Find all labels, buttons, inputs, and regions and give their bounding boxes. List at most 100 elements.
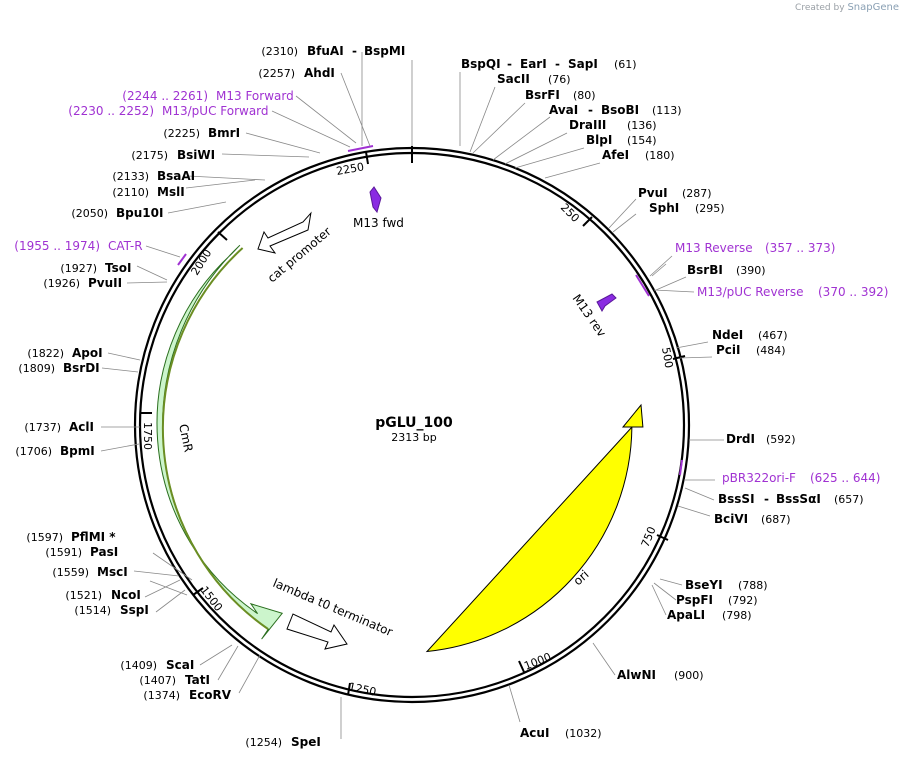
feature-cmr[interactable]: CmR bbox=[156, 244, 284, 640]
enzyme-spei-pos: (1254) bbox=[245, 736, 282, 749]
enzyme-sspi[interactable]: SspI bbox=[120, 603, 149, 617]
enzyme-bsobi[interactable]: BsoBI bbox=[601, 103, 639, 117]
feature-m13-rev[interactable]: M13 rev bbox=[570, 292, 617, 340]
cmr-arrow[interactable] bbox=[156, 244, 284, 640]
dash-5: - bbox=[352, 44, 357, 58]
enzyme-pasi-pos: (1591) bbox=[45, 546, 82, 559]
enzyme-bfuai[interactable]: BfuAI bbox=[307, 44, 344, 58]
enzyme-ndei[interactable]: NdeI bbox=[712, 328, 743, 342]
enzyme-drdi-pos: (592) bbox=[766, 433, 796, 446]
enzyme-acui-pos: (1032) bbox=[565, 727, 602, 740]
enzyme-draiii[interactable]: DraIII bbox=[569, 118, 606, 132]
enzyme-pspfi-pos: (792) bbox=[728, 594, 758, 607]
enzyme-pvuii[interactable]: PvuII bbox=[88, 276, 122, 290]
enzyme-apoi-pos: (1822) bbox=[27, 347, 64, 360]
plasmid-length: 2313 bp bbox=[391, 431, 436, 444]
feature-m13-fwd[interactable]: M13 fwd bbox=[353, 186, 404, 230]
enzyme-msci[interactable]: MscI bbox=[97, 565, 128, 579]
enzyme-bsiwi-pos: (2175) bbox=[131, 149, 168, 162]
enzyme-acui[interactable]: AcuI bbox=[520, 726, 549, 740]
enzyme-bseyi[interactable]: BseYI bbox=[685, 578, 723, 592]
enzyme-pvuii-pos: (1926) bbox=[43, 277, 80, 290]
enzyme-pcii[interactable]: PciI bbox=[716, 343, 741, 357]
cmr-label: CmR bbox=[176, 423, 196, 454]
enzyme-bseyi-pos: (788) bbox=[738, 579, 768, 592]
feature-cat-promoter[interactable]: cat promoter bbox=[257, 211, 334, 285]
enzyme-tsoi[interactable]: TsoI bbox=[105, 261, 131, 275]
enzyme-bsrbi[interactable]: BsrBI bbox=[687, 263, 723, 277]
enzyme-apali-pos: (798) bbox=[722, 609, 752, 622]
tick-1000: 1000 bbox=[518, 650, 553, 673]
enzyme-bsssai[interactable]: BssSαI bbox=[776, 492, 821, 506]
enzyme-bmri-pos: (2225) bbox=[163, 127, 200, 140]
tick-label-2000: 2000 bbox=[189, 247, 215, 278]
enzyme-sphi-pos: (295) bbox=[695, 202, 725, 215]
enzyme-ecorv[interactable]: EcoRV bbox=[189, 688, 232, 702]
enzyme-bmri[interactable]: BmrI bbox=[208, 126, 240, 140]
enzyme-pspfi[interactable]: PspFI bbox=[676, 593, 713, 607]
enzyme-drdi[interactable]: DrdI bbox=[726, 432, 755, 446]
tick-2250: 2250 bbox=[335, 151, 369, 178]
enzyme-afei[interactable]: AfeI bbox=[602, 148, 629, 162]
enzyme-bsrdi[interactable]: BsrDI bbox=[63, 361, 100, 375]
enzyme-ahdi-pos: (2257) bbox=[258, 67, 295, 80]
enzyme-alwni[interactable]: AlwNI bbox=[617, 668, 656, 682]
ori-arrow[interactable] bbox=[425, 403, 644, 653]
feature-lambda-t0-terminator[interactable]: lambda t0 terminator bbox=[271, 576, 395, 650]
primer-m13puc-reverse[interactable]: M13/pUC Reverse bbox=[697, 285, 804, 299]
feature-ori[interactable]: ori bbox=[425, 403, 644, 653]
enzyme-sphi[interactable]: SphI bbox=[649, 201, 679, 215]
enzyme-apali[interactable]: ApaLI bbox=[667, 608, 705, 622]
enzyme-scai-pos: (1409) bbox=[120, 659, 157, 672]
enzyme-eari[interactable]: EarI bbox=[520, 57, 547, 71]
primer-pbr322ori-f[interactable]: pBR322ori-F bbox=[722, 471, 796, 485]
enzyme-draiii-pos: (136) bbox=[627, 119, 657, 132]
enzyme-spei[interactable]: SpeI bbox=[291, 735, 321, 749]
enzyme-msli[interactable]: MslI bbox=[157, 185, 185, 199]
enzyme-afei-pos: (180) bbox=[645, 149, 675, 162]
enzyme-tati[interactable]: TatI bbox=[185, 673, 210, 687]
tick-label-500: 500 bbox=[659, 346, 675, 369]
enzyme-bspqi-group[interactable]: BspQI - EarI - SapI (61) bbox=[461, 57, 637, 71]
m13-rev-arrow[interactable] bbox=[596, 293, 617, 312]
enzyme-tsoi-pos: (1927) bbox=[60, 262, 97, 275]
enzyme-sacii[interactable]: SacII bbox=[497, 72, 530, 86]
tick-1750: 1750 bbox=[140, 412, 154, 450]
enzyme-sapi[interactable]: SapI bbox=[568, 57, 598, 71]
enzyme-pvui[interactable]: PvuI bbox=[638, 186, 668, 200]
dash-3: - bbox=[588, 103, 593, 117]
enzyme-bsrfi[interactable]: BsrFI bbox=[525, 88, 560, 102]
enzyme-bpu10i[interactable]: Bpu10I bbox=[116, 206, 163, 220]
enzyme-sspi-pos: (1514) bbox=[74, 604, 111, 617]
enzyme-ecorv-pos: (1374) bbox=[143, 689, 180, 702]
primer-m13-forward[interactable]: M13 Forward bbox=[216, 89, 294, 103]
enzyme-ahdi[interactable]: AhdI bbox=[304, 66, 335, 80]
tick-label-1250: 1250 bbox=[347, 680, 377, 699]
cat-promoter-arrow[interactable] bbox=[257, 211, 312, 254]
enzyme-bspmi[interactable]: BspMI bbox=[364, 44, 405, 58]
primer-m13-reverse-range: (357 .. 373) bbox=[765, 241, 835, 255]
dash-1: - bbox=[507, 57, 512, 71]
enzyme-apoi[interactable]: ApoI bbox=[72, 346, 103, 360]
tick-1250: 1250 bbox=[347, 680, 377, 699]
tick-500: 500 bbox=[659, 346, 686, 369]
enzyme-scai[interactable]: ScaI bbox=[166, 658, 194, 672]
primer-cat-r[interactable]: CAT-R bbox=[108, 239, 143, 253]
enzyme-bsiwi[interactable]: BsiWI bbox=[177, 148, 215, 162]
m13-fwd-arrow[interactable] bbox=[369, 186, 382, 214]
enzyme-bcivi[interactable]: BciVI bbox=[714, 512, 748, 526]
enzyme-avai[interactable]: AvaI bbox=[549, 103, 578, 117]
enzyme-bpmi[interactable]: BpmI bbox=[60, 444, 95, 458]
enzyme-ncoi[interactable]: NcoI bbox=[111, 588, 141, 602]
enzyme-pflmi[interactable]: PflMI * bbox=[71, 530, 116, 544]
enzyme-pasi[interactable]: PasI bbox=[90, 545, 118, 559]
terminator-arrow[interactable] bbox=[286, 613, 348, 650]
enzyme-bsaai[interactable]: BsaAI bbox=[157, 169, 195, 183]
primer-m13-reverse[interactable]: M13 Reverse bbox=[675, 241, 753, 255]
enzyme-blpi[interactable]: BlpI bbox=[586, 133, 612, 147]
enzyme-pvui-pos: (287) bbox=[682, 187, 712, 200]
enzyme-bspqi[interactable]: BspQI bbox=[461, 57, 501, 71]
enzyme-acli[interactable]: AclI bbox=[69, 420, 94, 434]
primer-m13puc-forward[interactable]: M13/pUC Forward bbox=[162, 104, 269, 118]
enzyme-bsssi[interactable]: BssSI bbox=[718, 492, 755, 506]
